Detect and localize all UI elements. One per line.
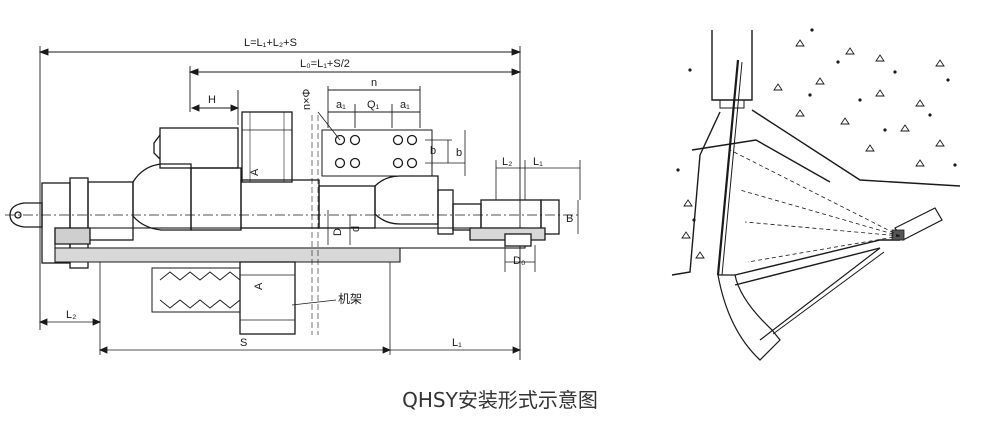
label-s: S — [240, 337, 247, 349]
label-l2-top: L₂ — [502, 156, 512, 168]
dim-l2-bottom — [38, 262, 102, 355]
nozzle — [891, 207, 943, 241]
dimension-labels: L=L₁+L₂+S L₀=L₁+S/2 H n a₁ Q₁ a₁ n×Φ b b… — [66, 37, 573, 349]
caption: QHSY安装形式示意图 — [402, 388, 598, 412]
frame-block — [151, 261, 337, 335]
dim-s-l1-bottom — [98, 262, 522, 355]
flange-plate — [317, 111, 466, 177]
label-b-large: b — [456, 147, 462, 159]
dim-h — [190, 90, 240, 125]
label-l2-bottom: L₂ — [66, 309, 76, 321]
spray-fan — [729, 149, 901, 263]
label-a1-left: a₁ — [336, 99, 346, 111]
particles — [681, 39, 945, 259]
hopper-wall — [671, 111, 721, 276]
label-nphi: n×Φ — [301, 88, 313, 110]
label-q1: Q₁ — [367, 99, 380, 111]
label-l1-top: L₁ — [533, 156, 543, 168]
label-a-lower: A — [253, 282, 265, 290]
label-a1-right: a₁ — [400, 99, 410, 111]
dim-l0 — [188, 66, 522, 112]
label-d-small: d — [350, 226, 362, 232]
slanted-rod — [716, 59, 740, 276]
main-shaft — [5, 163, 580, 269]
label-l1-bottom: L₁ — [452, 337, 462, 349]
label-big-b: B — [566, 213, 573, 225]
label-h: H — [208, 94, 216, 106]
label-d0: D₀ — [513, 255, 526, 267]
dim-n-group — [327, 86, 421, 128]
label-b-small: b — [430, 145, 436, 157]
label-frame: 机架 — [338, 292, 362, 306]
bowl — [717, 274, 781, 361]
label-total-length: L=L₁+L₂+S — [244, 37, 297, 49]
installation-sketch — [671, 28, 961, 361]
dim-total-length — [38, 46, 522, 360]
dim-l2-l1-top — [495, 160, 581, 234]
label-d-big: D — [332, 228, 344, 236]
label-n: n — [371, 77, 377, 89]
label-a-upper: A — [249, 168, 261, 176]
dim-d0 — [504, 245, 536, 272]
section-drawing — [5, 46, 581, 360]
feed-pipe — [711, 30, 753, 101]
upper-housing — [153, 111, 293, 183]
label-l0: L₀=L₁+S/2 — [300, 58, 350, 70]
